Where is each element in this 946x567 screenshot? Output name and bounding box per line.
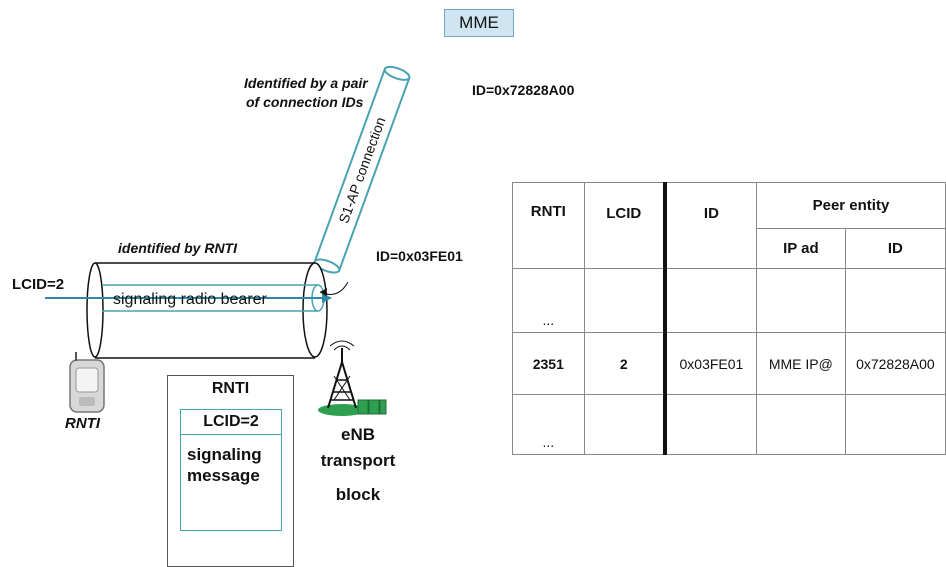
cell-id (665, 269, 757, 333)
radio-bearer-cylinder: signaling radio bearer (45, 263, 332, 358)
cell-ip (756, 395, 845, 455)
th-ip: IP ad (756, 229, 845, 269)
enb-tower-icon (318, 341, 386, 416)
table-row: ... (513, 269, 946, 333)
enb-label-line1: eNB (305, 422, 411, 448)
cell-rnti: ... (513, 269, 585, 333)
enb-label-line3: block (305, 482, 411, 508)
transport-block: RNTI LCID=2 signaling message (167, 375, 294, 567)
mme-conn-id: ID=0x72828A00 (472, 82, 574, 98)
pdu-message: signaling message (187, 444, 262, 486)
pdu-message-line2: message (187, 465, 262, 486)
phone-icon (70, 352, 104, 412)
cell-id (665, 395, 757, 455)
table-row: ... (513, 395, 946, 455)
enb-label: eNB transport block (305, 422, 411, 508)
cell-lcid (584, 269, 665, 333)
cell-lcid (584, 395, 665, 455)
pdu-rnti-header: RNTI (168, 380, 293, 398)
cell-peer-id: 0x72828A00 (845, 333, 945, 395)
pdu-payload: LCID=2 signaling message (180, 409, 282, 531)
cell-lcid: 2 (584, 333, 665, 395)
th-rnti: RNTI (513, 183, 585, 269)
s1ap-note-line2: of connection IDs (246, 93, 368, 112)
cylinder-left-end (87, 263, 103, 357)
pdu-message-line1: signaling (187, 444, 262, 465)
th-lcid: LCID (584, 183, 665, 269)
cell-peer-id (845, 395, 945, 455)
table-row: 2351 2 0x03FE01 MME IP@ 0x72828A00 (513, 333, 946, 395)
th-peer-entity: Peer entity (756, 183, 945, 229)
context-table: RNTI LCID ID Peer entity IP ad ID ... 23… (512, 182, 946, 455)
s1ap-note-line1: Identified by a pair (244, 74, 368, 93)
th-id: ID (665, 183, 757, 269)
pdu-lcid-header: LCID=2 (181, 410, 281, 435)
cell-rnti: ... (513, 395, 585, 455)
cell-ip (756, 269, 845, 333)
bearer-label: signaling radio bearer (113, 291, 268, 308)
cell-rnti: 2351 (513, 333, 585, 395)
cell-id: 0x03FE01 (665, 333, 757, 395)
enb-label-line2: transport (305, 448, 411, 474)
cell-ip: MME IP@ (756, 333, 845, 395)
enb-conn-id: ID=0x03FE01 (376, 248, 463, 264)
s1ap-note: Identified by a pair of connection IDs (244, 74, 368, 112)
bearer-lcid: LCID=2 (12, 276, 64, 293)
ue-rnti-label: RNTI (65, 415, 100, 432)
th-peer-id: ID (845, 229, 945, 269)
cell-peer-id (845, 269, 945, 333)
bearer-note: identified by RNTI (118, 240, 237, 256)
